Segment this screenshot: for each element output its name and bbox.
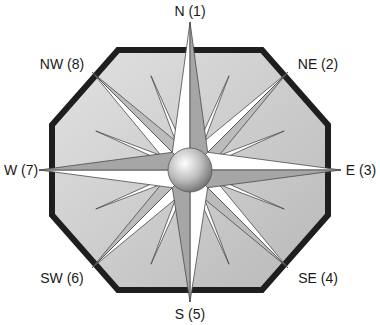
cardinal-point [39, 170, 190, 188]
direction-label: NW (8) [40, 56, 84, 72]
direction-label: SW (6) [40, 270, 84, 286]
direction-label: SE (4) [298, 270, 338, 286]
direction-label: S (5) [175, 306, 205, 322]
cardinal-point [190, 170, 341, 188]
direction-label: N (1) [174, 3, 205, 19]
compass-star [39, 22, 341, 302]
direction-label: NE (2) [298, 56, 338, 72]
direction-label: E (3) [346, 162, 376, 178]
center-sphere [168, 148, 212, 192]
cardinal-point [39, 152, 190, 170]
cardinal-point [190, 152, 341, 170]
direction-label: W (7) [4, 162, 38, 178]
